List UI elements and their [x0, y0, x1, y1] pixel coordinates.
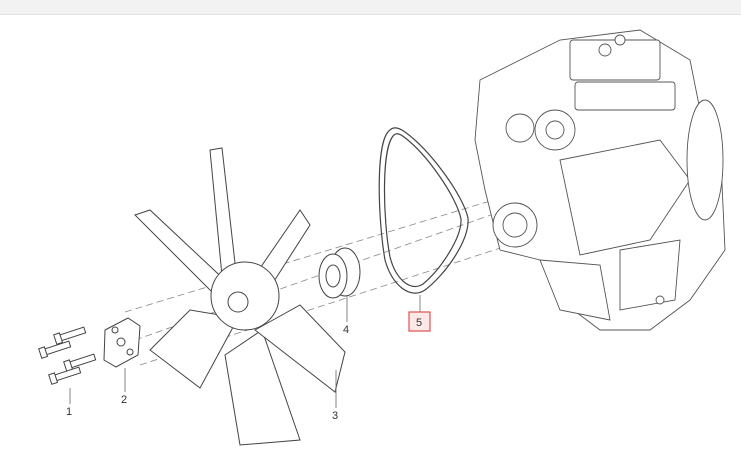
engine-block: [474, 29, 726, 331]
callout-5[interactable]: 5: [416, 317, 422, 329]
callout-1[interactable]: 1: [66, 406, 72, 418]
bolts-part-1[interactable]: [38, 325, 97, 385]
callout-4[interactable]: 4: [343, 324, 349, 336]
belt-part-5[interactable]: [378, 127, 469, 294]
pulley-part-4[interactable]: [318, 247, 361, 299]
fan-part-3[interactable]: [134, 147, 346, 446]
viewer-toolbar: [0, 0, 741, 15]
callout-5-highlight-box: [408, 311, 431, 332]
callout-2[interactable]: 2: [121, 394, 127, 406]
leader-lines: [69, 295, 421, 408]
callout-5-highlighted[interactable]: 5: [408, 311, 431, 332]
bracket-part-2[interactable]: [103, 317, 141, 368]
callout-3[interactable]: 3: [332, 410, 338, 422]
